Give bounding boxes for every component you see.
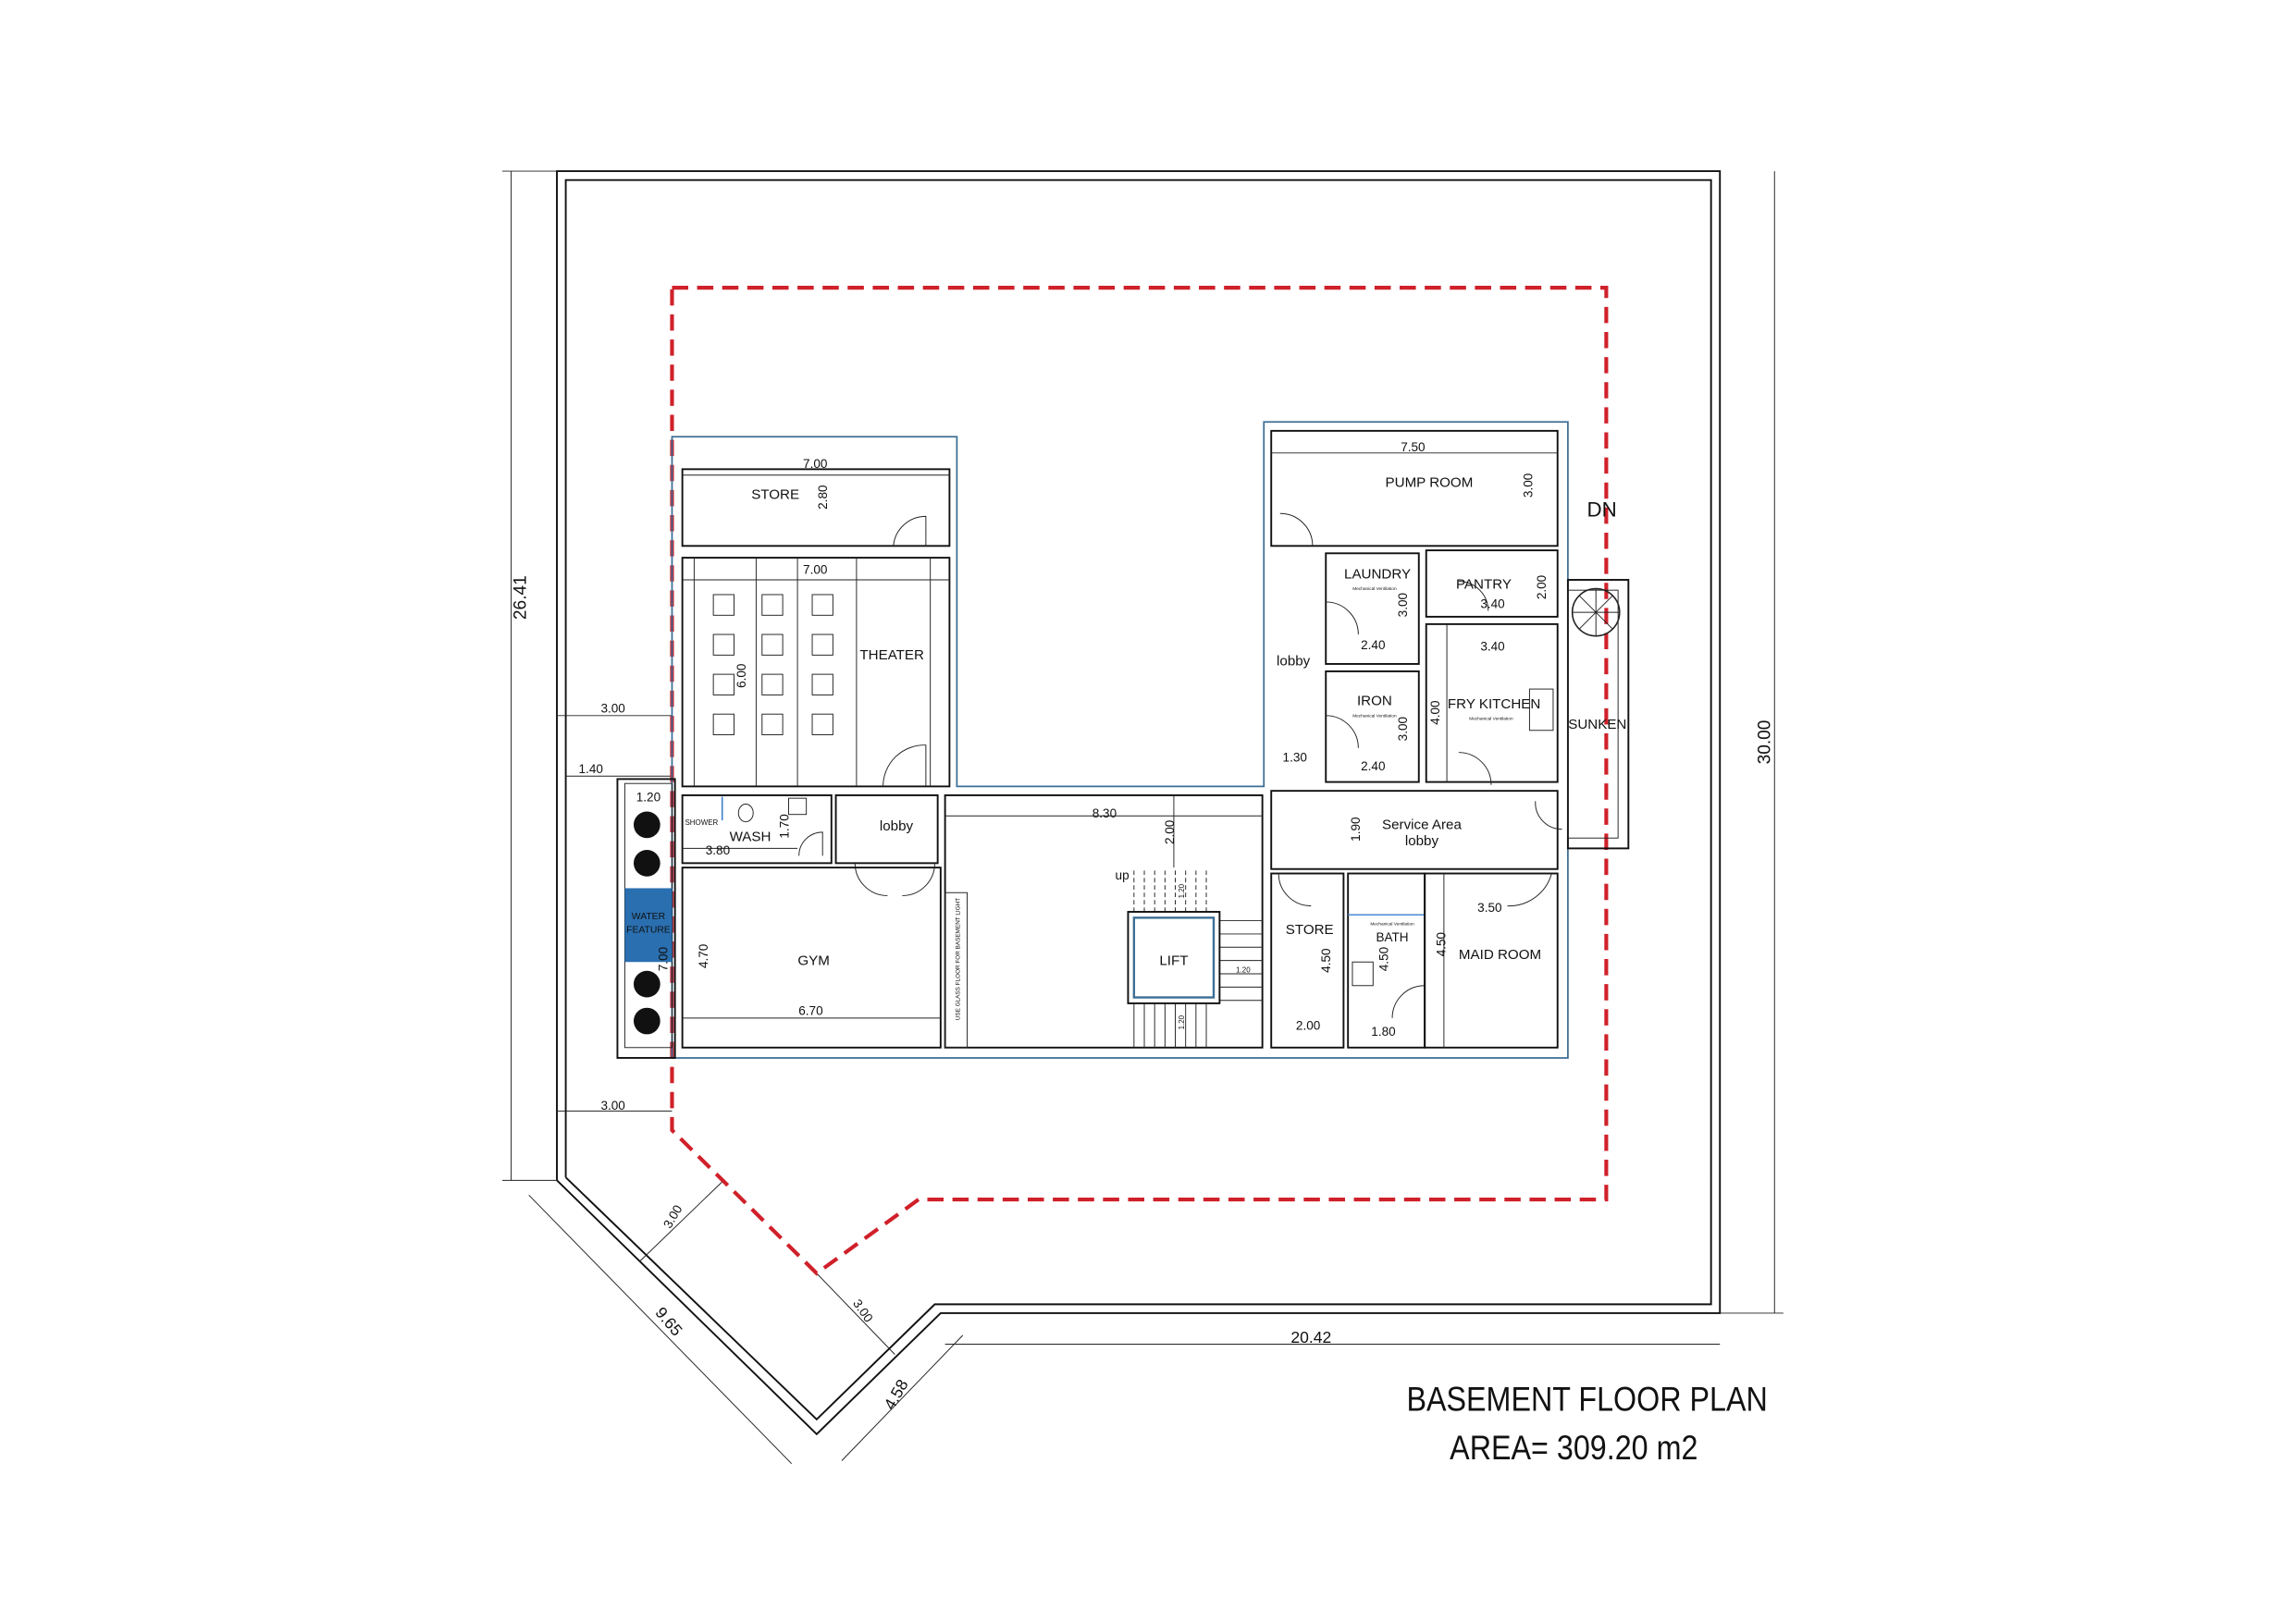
theater-seat-icon [811, 673, 833, 695]
bath-note: Mechanical Ventilation [1370, 921, 1414, 927]
fry-kitchen-width: 3.40 [1480, 640, 1504, 654]
pantry-height: 2.00 [1535, 575, 1549, 599]
water-feature [624, 888, 673, 963]
basement-boundary [670, 286, 1609, 1276]
laundry-height: 3.00 [1396, 593, 1410, 617]
dim-left: 26.41 [512, 575, 531, 620]
dn-label: DN [1586, 498, 1616, 521]
site-boundary [556, 170, 1722, 1436]
wash-fixtures [721, 796, 823, 856]
fry-kitchen-height: 4.00 [1428, 700, 1442, 724]
theater-seat-icon [761, 633, 784, 656]
room-label-pump-room: PUMP ROOM [1386, 475, 1474, 491]
plan-title: BASEMENT FLOOR PLAN [1406, 1381, 1767, 1418]
room-label-gym: GYM [797, 953, 830, 968]
pump-width: 7.50 [1401, 440, 1425, 454]
room-label-iron: IRON [1357, 694, 1392, 709]
gym-width: 6.70 [798, 1004, 822, 1018]
bath-height: 4.50 [1376, 947, 1390, 971]
lift-label: LIFT [1159, 953, 1188, 968]
stair-dim-3: 1.20 [1178, 1014, 1186, 1029]
dim-setback-diag-1: 3.00 [660, 1202, 685, 1230]
theater-seat-icon [712, 713, 734, 736]
stair-dim-1: 1.20 [1178, 883, 1186, 898]
lobby-right-width: 1.30 [1283, 750, 1307, 764]
room-label-store-right: STORE [1286, 922, 1334, 938]
stairs-up-label: up [1116, 868, 1129, 882]
room-label-laundry: LAUNDRY [1344, 566, 1411, 582]
left-wing-walls [616, 468, 951, 1059]
dim-bottom: 20.42 [1290, 1328, 1331, 1346]
dim-setback-top: 3.00 [600, 702, 624, 716]
glass-floor-note: USE GLASS FLOOR FOR BASEMENT LIGHT [956, 898, 962, 1020]
stair-lift-area [944, 793, 1264, 1049]
store-width: 7.00 [803, 457, 827, 471]
room-label-lobby-right: lobby [1277, 654, 1311, 670]
center-width: 8.30 [1092, 806, 1117, 820]
dim-planter-offset: 1.40 [579, 762, 603, 776]
store-height: 2.80 [816, 485, 830, 509]
room-label-lobby-left: lobby [880, 818, 914, 834]
dim-diag-long: 9.65 [651, 1303, 685, 1339]
site-dimensions [501, 170, 1784, 1465]
plant-icons [633, 811, 660, 1035]
theater-seat-icon [761, 673, 784, 695]
theater-seat-icon [811, 633, 833, 656]
theater-seat-icon [811, 594, 833, 616]
room-label-pantry: PANTRY [1456, 577, 1512, 593]
room-label-theater: THEATER [859, 647, 924, 663]
theater-width: 7.00 [803, 563, 827, 577]
dim-diag-short: 4.58 [880, 1376, 911, 1413]
shower-label: SHOWER [685, 818, 718, 827]
building-outline [671, 421, 1569, 1059]
laundry-width: 2.40 [1361, 638, 1385, 652]
theater-height: 6.00 [734, 664, 748, 688]
maid-width: 3.50 [1477, 901, 1501, 915]
maid-height: 4.50 [1434, 932, 1448, 956]
wash-height: 1.70 [778, 814, 792, 838]
plan-area: AREA= 309.20 m2 [1450, 1430, 1697, 1467]
wash-width: 3.80 [706, 843, 730, 857]
fry-kitchen-note: Mechanical Ventilation [1469, 717, 1513, 722]
room-label-bath: BATH [1376, 930, 1408, 944]
room-label-service-area: Service Area [1382, 818, 1462, 833]
water-feature-label-2: FEATURE [626, 925, 671, 935]
stair-dim-2: 1.20 [1236, 965, 1251, 974]
center-height: 2.00 [1163, 820, 1177, 844]
service-height: 1.90 [1349, 817, 1363, 841]
spiral-stair-icon [1571, 587, 1621, 637]
room-label-wash: WASH [730, 829, 772, 844]
dim-setback-diag-2: 3.00 [850, 1297, 875, 1324]
iron-height: 3.00 [1396, 717, 1410, 741]
room-label-fry-kitchen: FRY KITCHEN [1448, 696, 1540, 712]
theater-seat-icon [761, 594, 784, 616]
theater-seat-icon [712, 633, 734, 656]
theater-seat-icon [712, 673, 734, 695]
water-feature-width: 1.20 [636, 790, 660, 804]
theater-seats [712, 594, 833, 736]
room-label-maid-room: MAID ROOM [1459, 947, 1541, 963]
bath-width: 1.80 [1371, 1025, 1395, 1039]
gym-height: 4.70 [697, 944, 710, 968]
pump-height: 3.00 [1522, 473, 1536, 498]
room-label-store: STORE [751, 486, 799, 502]
right-wing-walls [1270, 429, 1630, 1049]
water-feature-label-1: WATER [632, 912, 665, 922]
water-feature-height: 7.00 [657, 947, 671, 971]
iron-width: 2.40 [1361, 759, 1385, 773]
pantry-width: 3.40 [1480, 596, 1504, 610]
iron-note: Mechanical Ventilation [1352, 713, 1397, 719]
store-right-width: 2.00 [1296, 1019, 1320, 1033]
theater-seat-icon [761, 713, 784, 736]
dim-right: 30.00 [1755, 720, 1774, 765]
room-label-service-lobby: lobby [1405, 833, 1439, 849]
dim-setback-bottom: 3.00 [600, 1099, 624, 1113]
room-label-sunken: SUNKEN [1568, 717, 1626, 732]
theater-seat-icon [712, 594, 734, 616]
theater-seat-icon [811, 713, 833, 736]
store-right-height: 4.50 [1319, 948, 1333, 972]
laundry-note: Mechanical Ventilation [1352, 586, 1397, 592]
